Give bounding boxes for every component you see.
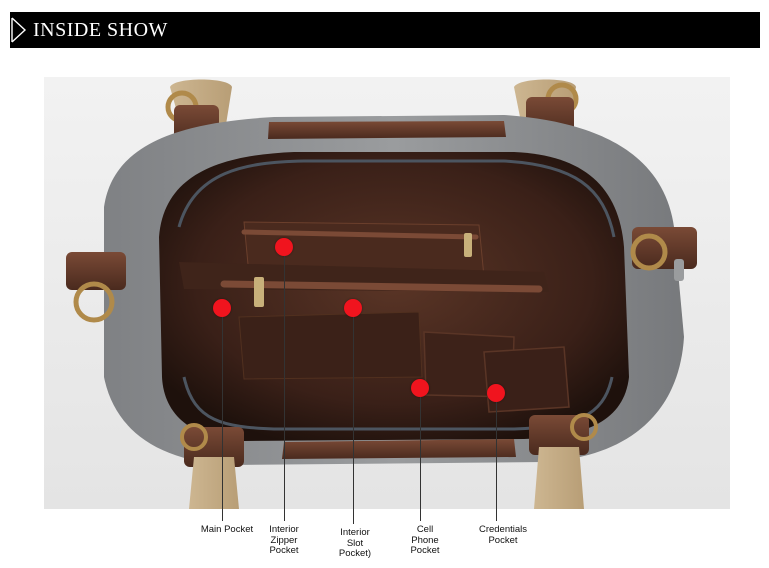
bag-interior-photo <box>44 77 730 509</box>
header-title: INSIDE SHOW <box>33 19 168 41</box>
triangle-outline-right-icon <box>11 17 27 43</box>
section-header: INSIDE SHOW <box>10 12 760 48</box>
main-pocket-label: Main Pocket <box>200 524 254 535</box>
interior-slot-pocket-label: Interior Slot Pocket) <box>338 527 372 559</box>
interior-zipper-pocket-label: Interior Zipper Pocket <box>269 524 299 556</box>
cell-phone-pocket-label: Cell Phone Pocket <box>410 524 440 556</box>
credentials-pocket-label: Credentials Pocket <box>478 524 528 546</box>
